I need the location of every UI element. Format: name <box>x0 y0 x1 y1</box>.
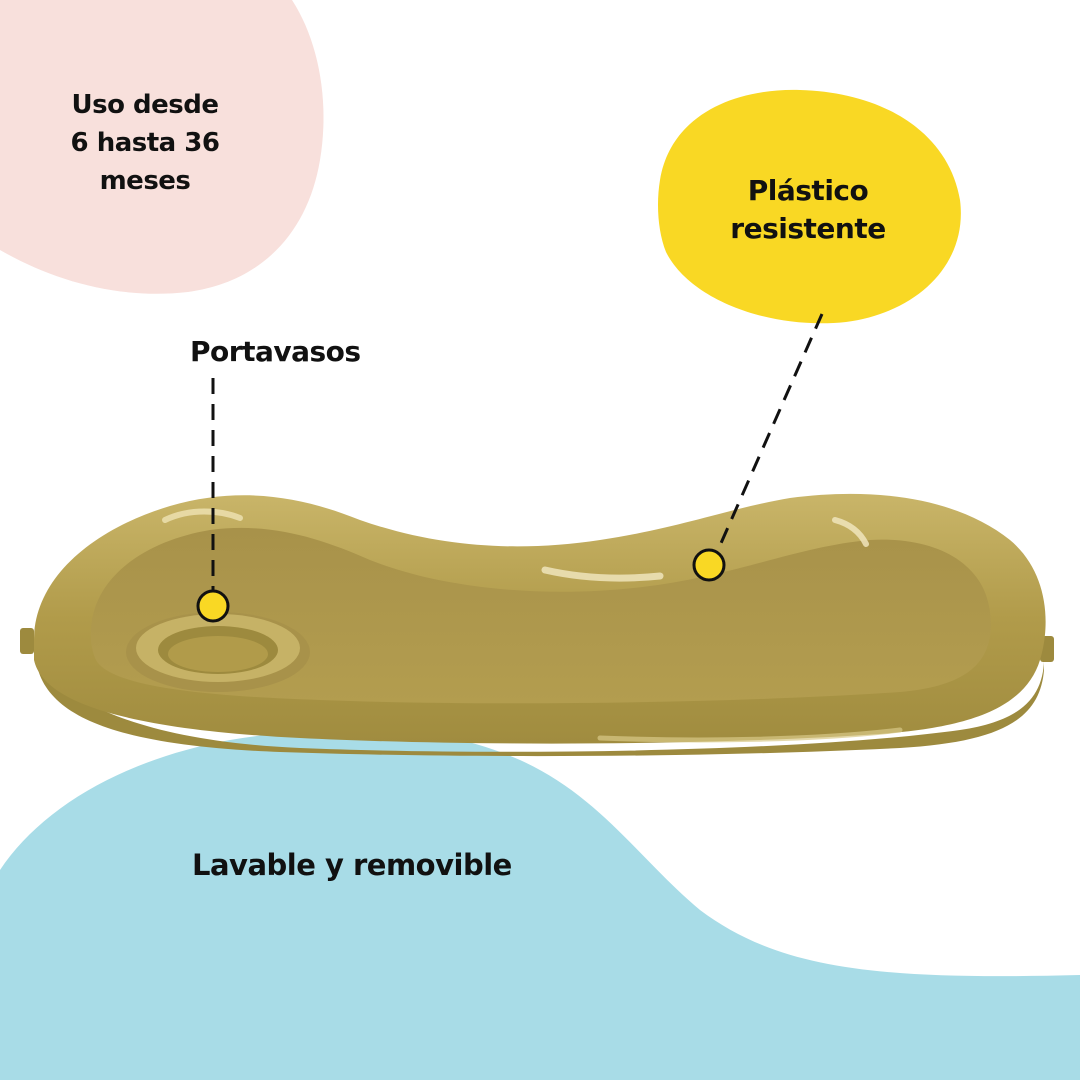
cupholder-marker-dot <box>196 589 230 623</box>
washable-label: Lavable y removible <box>192 848 512 882</box>
feeding-tray <box>20 493 1054 757</box>
age-range-line-3: meses <box>99 166 191 196</box>
tray-basin <box>90 527 991 704</box>
tray-highlight-mid <box>541 566 664 582</box>
material-line-1: Plástico <box>747 174 869 207</box>
age-range-label: Uso desde 6 hasta 36 meses <box>40 86 250 200</box>
material-line-2: resistente <box>730 212 886 245</box>
yellow-blob <box>658 89 961 324</box>
cupholder-label: Portavasos <box>190 335 361 368</box>
material-label: Plástico resistente <box>688 172 928 248</box>
tray-highlight-front <box>597 727 903 743</box>
material-leader-line <box>716 313 824 551</box>
blue-blob <box>0 728 1080 1080</box>
age-range-line-1: Uso desde <box>71 90 219 120</box>
material-marker-dot <box>692 548 726 582</box>
tray-highlight-left <box>162 508 243 523</box>
tray-left-clip <box>20 628 34 654</box>
cupholder <box>126 612 310 692</box>
age-range-line-2: 6 hasta 36 <box>70 128 220 158</box>
pink-blob <box>0 0 324 294</box>
tray-highlight-right <box>832 517 869 547</box>
